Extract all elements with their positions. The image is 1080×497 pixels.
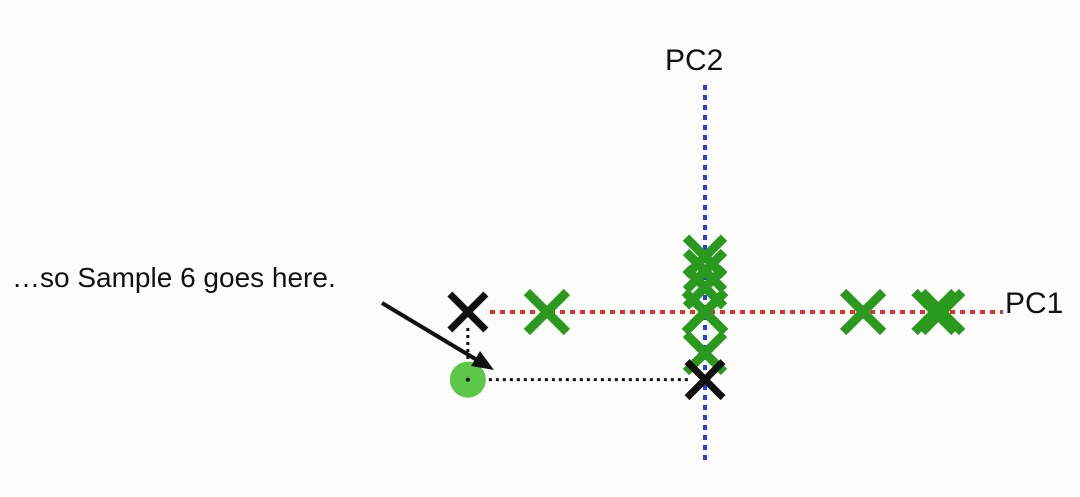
sample-6-pc2-marker <box>684 359 726 401</box>
sample-6-pc1-marker <box>447 291 489 333</box>
pc1-projection-marker <box>523 288 571 336</box>
annotation-arrow-head <box>471 351 494 370</box>
sample-markers <box>447 234 966 401</box>
pc2-projection-marker <box>682 248 728 294</box>
pc1-projection-marker <box>839 288 887 336</box>
projection-guides <box>466 328 691 382</box>
pc1-projection-marker <box>911 288 958 336</box>
sample-6-annotation: …so Sample 6 goes here. <box>12 262 336 293</box>
pc1-projection-marker <box>918 288 966 336</box>
pc2-axis-label: PC2 <box>665 44 724 77</box>
annotation-arrow-shaft <box>380 301 484 365</box>
sample-6-point-corner <box>465 377 470 382</box>
annotation-arrow <box>380 301 494 370</box>
pc2-projection-marker <box>682 265 728 310</box>
pc1-axis-label: PC1 <box>1005 287 1064 320</box>
